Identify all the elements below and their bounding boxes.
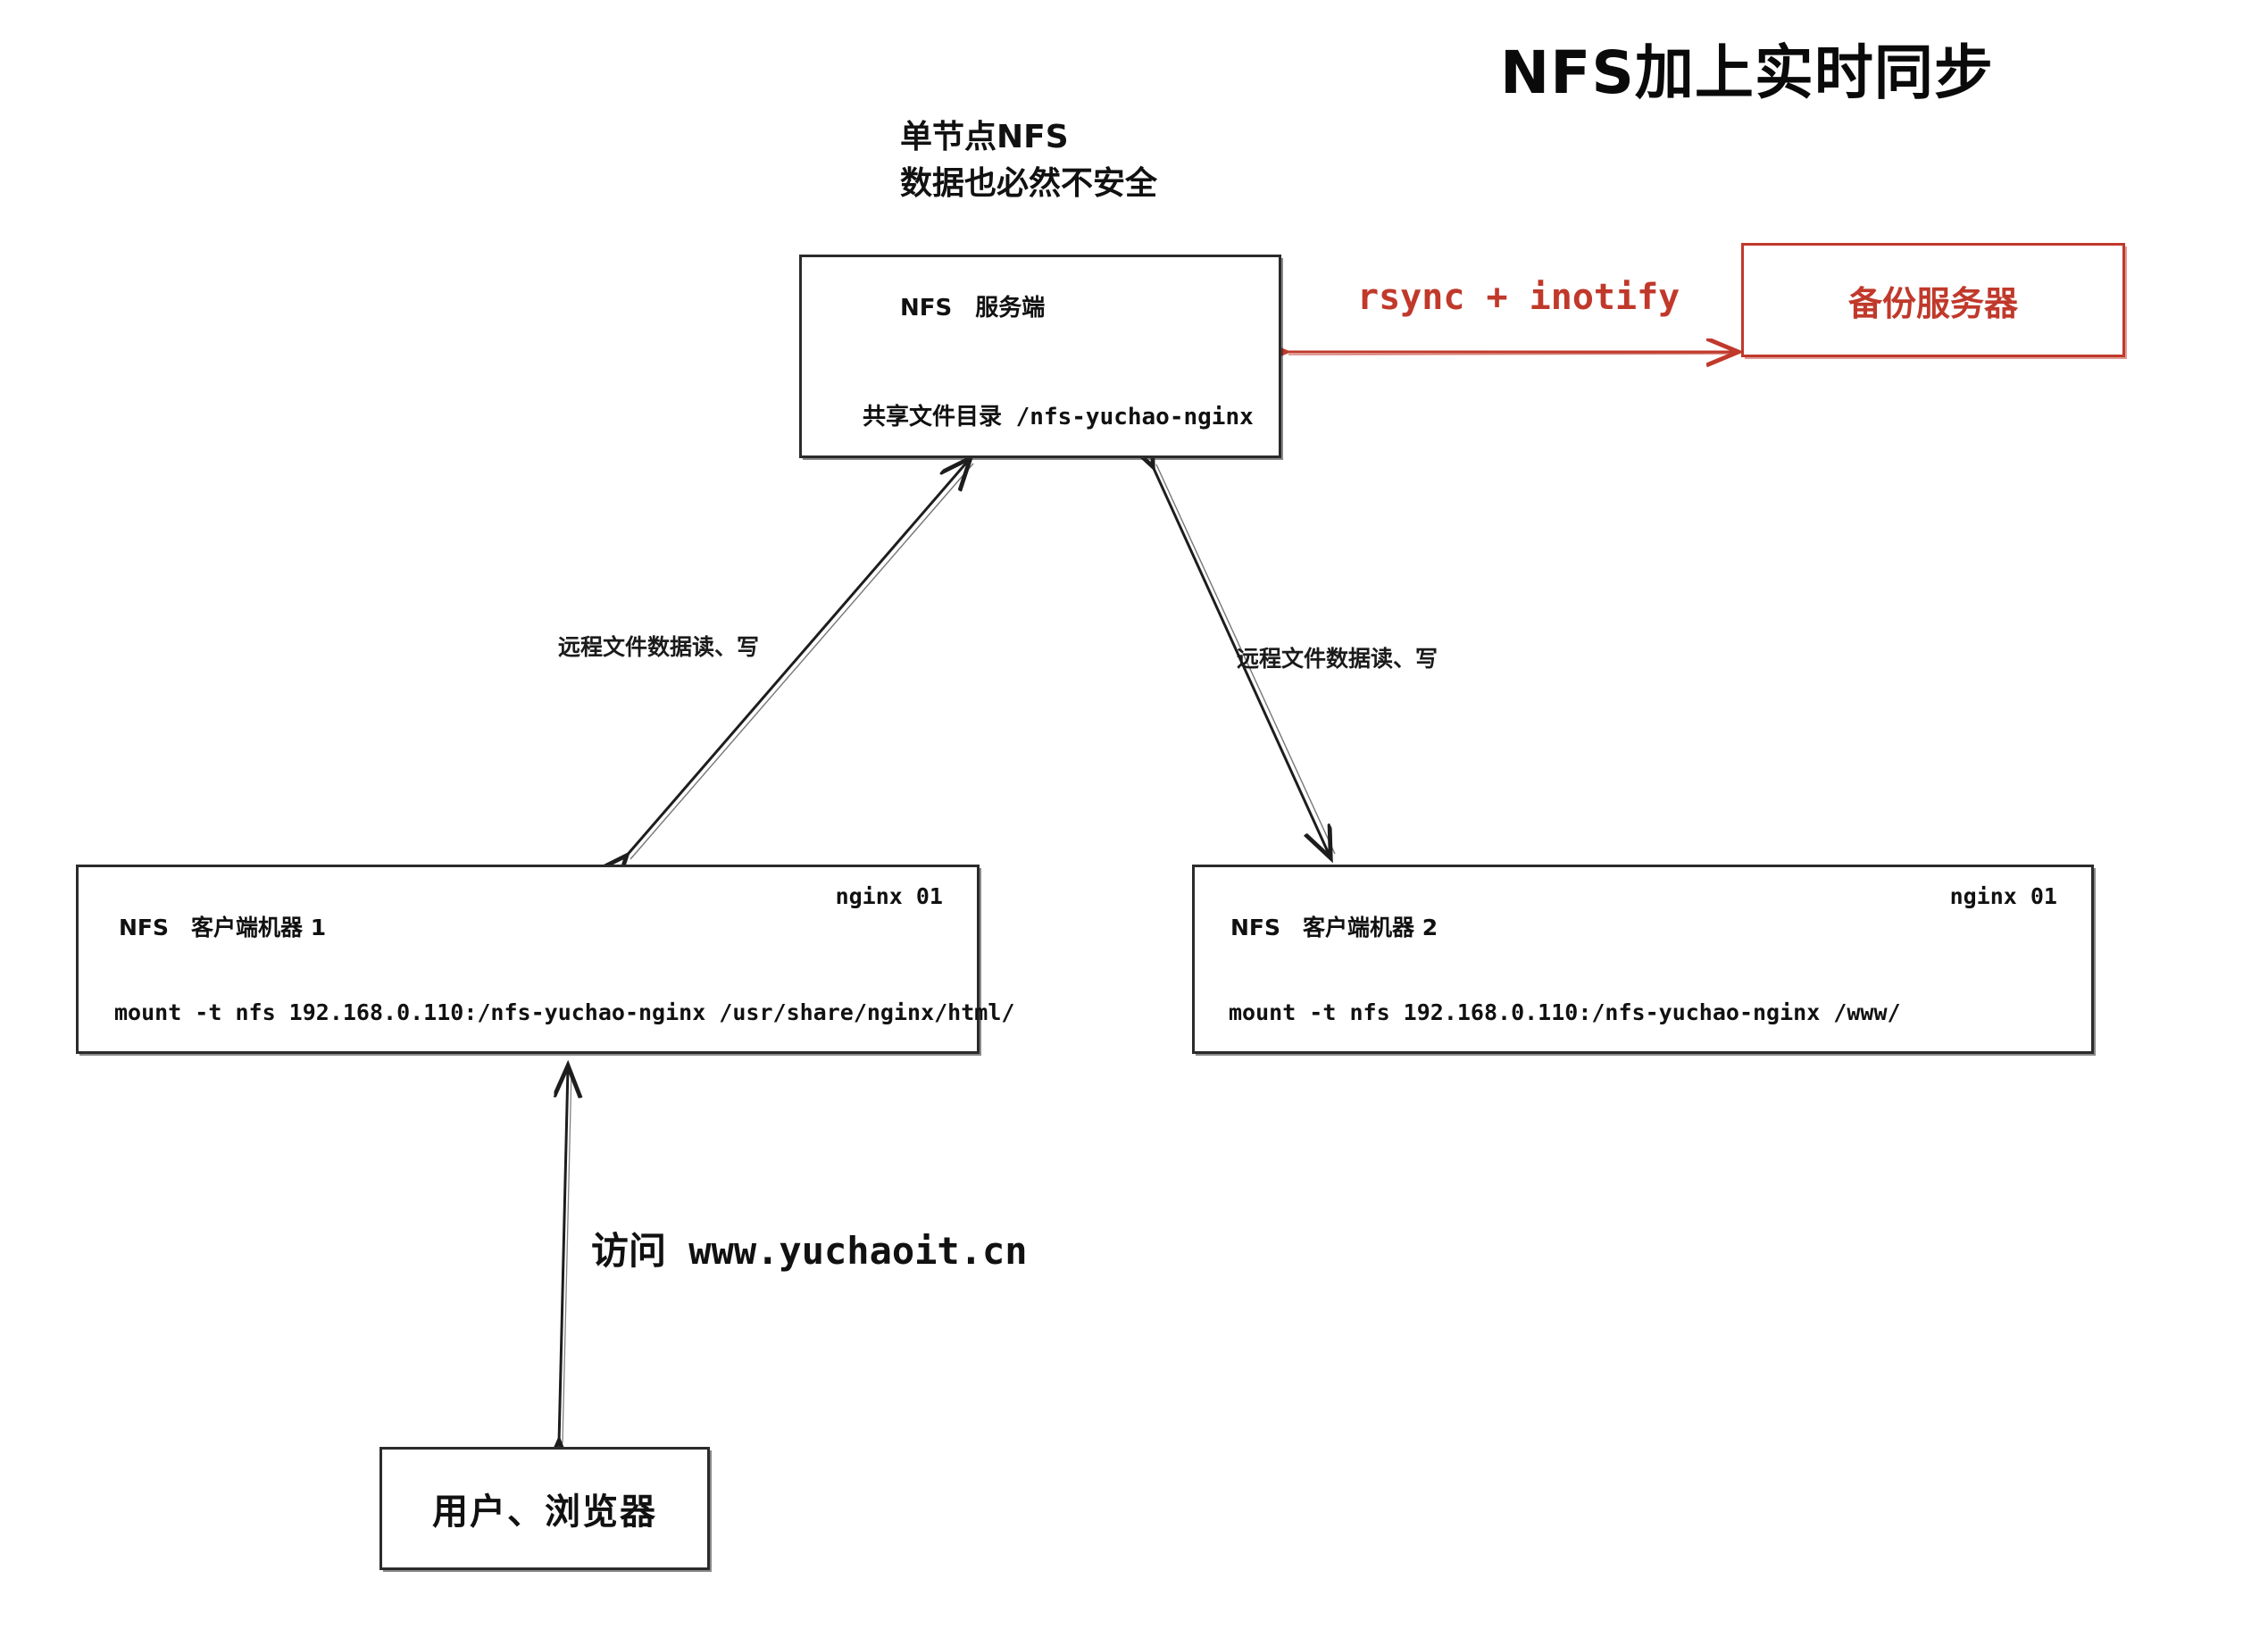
arrow-rsync-sync bbox=[1283, 352, 1736, 355]
nfs-server-box[interactable]: NFS 服务端 共享文件目录 /nfs-yuchao-nginx bbox=[799, 255, 1281, 458]
nfs-server-note-line2: 数据也必然不安全 bbox=[900, 165, 1158, 202]
nfs-server-title: NFS 服务端 bbox=[900, 295, 1046, 322]
backup-server-box[interactable]: 备份服务器 bbox=[1741, 243, 2125, 357]
arrow-label-client1-rw: 远程文件数据读、写 bbox=[558, 634, 760, 660]
backup-server-label: 备份服务器 bbox=[1847, 283, 2018, 323]
nfs-client2-tag: nginx 01 bbox=[1949, 883, 2057, 909]
nfs-client1-tag: nginx 01 bbox=[835, 883, 943, 909]
user-browser-box[interactable]: 用户、浏览器 bbox=[379, 1447, 710, 1570]
nfs-client2-title: NFS 客户端机器 2 bbox=[1230, 915, 1438, 940]
user-browser-label: 用户、浏览器 bbox=[432, 1492, 657, 1533]
nfs-client1-mount-command: mount -t nfs 192.168.0.110:/nfs-yuchao-n… bbox=[114, 999, 1015, 1025]
page-title: NFS加上实时同步 bbox=[1500, 38, 1994, 107]
nfs-server-note-line1: 单节点NFS bbox=[900, 119, 1069, 155]
rsync-inotify-label: rsync + inotify bbox=[1357, 277, 1680, 318]
arrow-browser-access bbox=[559, 1068, 571, 1443]
nfs-client2-box[interactable]: NFS 客户端机器 2 nginx 01 mount -t nfs 192.16… bbox=[1192, 865, 2094, 1054]
nfs-client2-mount-command: mount -t nfs 192.168.0.110:/nfs-yuchao-n… bbox=[1229, 999, 1901, 1025]
nfs-server-note: 单节点NFS 数据也必然不安全 bbox=[900, 114, 1157, 207]
nfs-client1-title: NFS 客户端机器 1 bbox=[119, 915, 327, 940]
arrow-label-client2-rw: 远程文件数据读、写 bbox=[1237, 646, 1438, 672]
nfs-server-share-path: 共享文件目录 /nfs-yuchao-nginx bbox=[863, 404, 1254, 430]
nfs-client1-box[interactable]: NFS 客户端机器 1 nginx 01 mount -t nfs 192.16… bbox=[76, 865, 1014, 1054]
browser-access-label: 访问 www.yuchaoit.cn bbox=[591, 1229, 1028, 1273]
